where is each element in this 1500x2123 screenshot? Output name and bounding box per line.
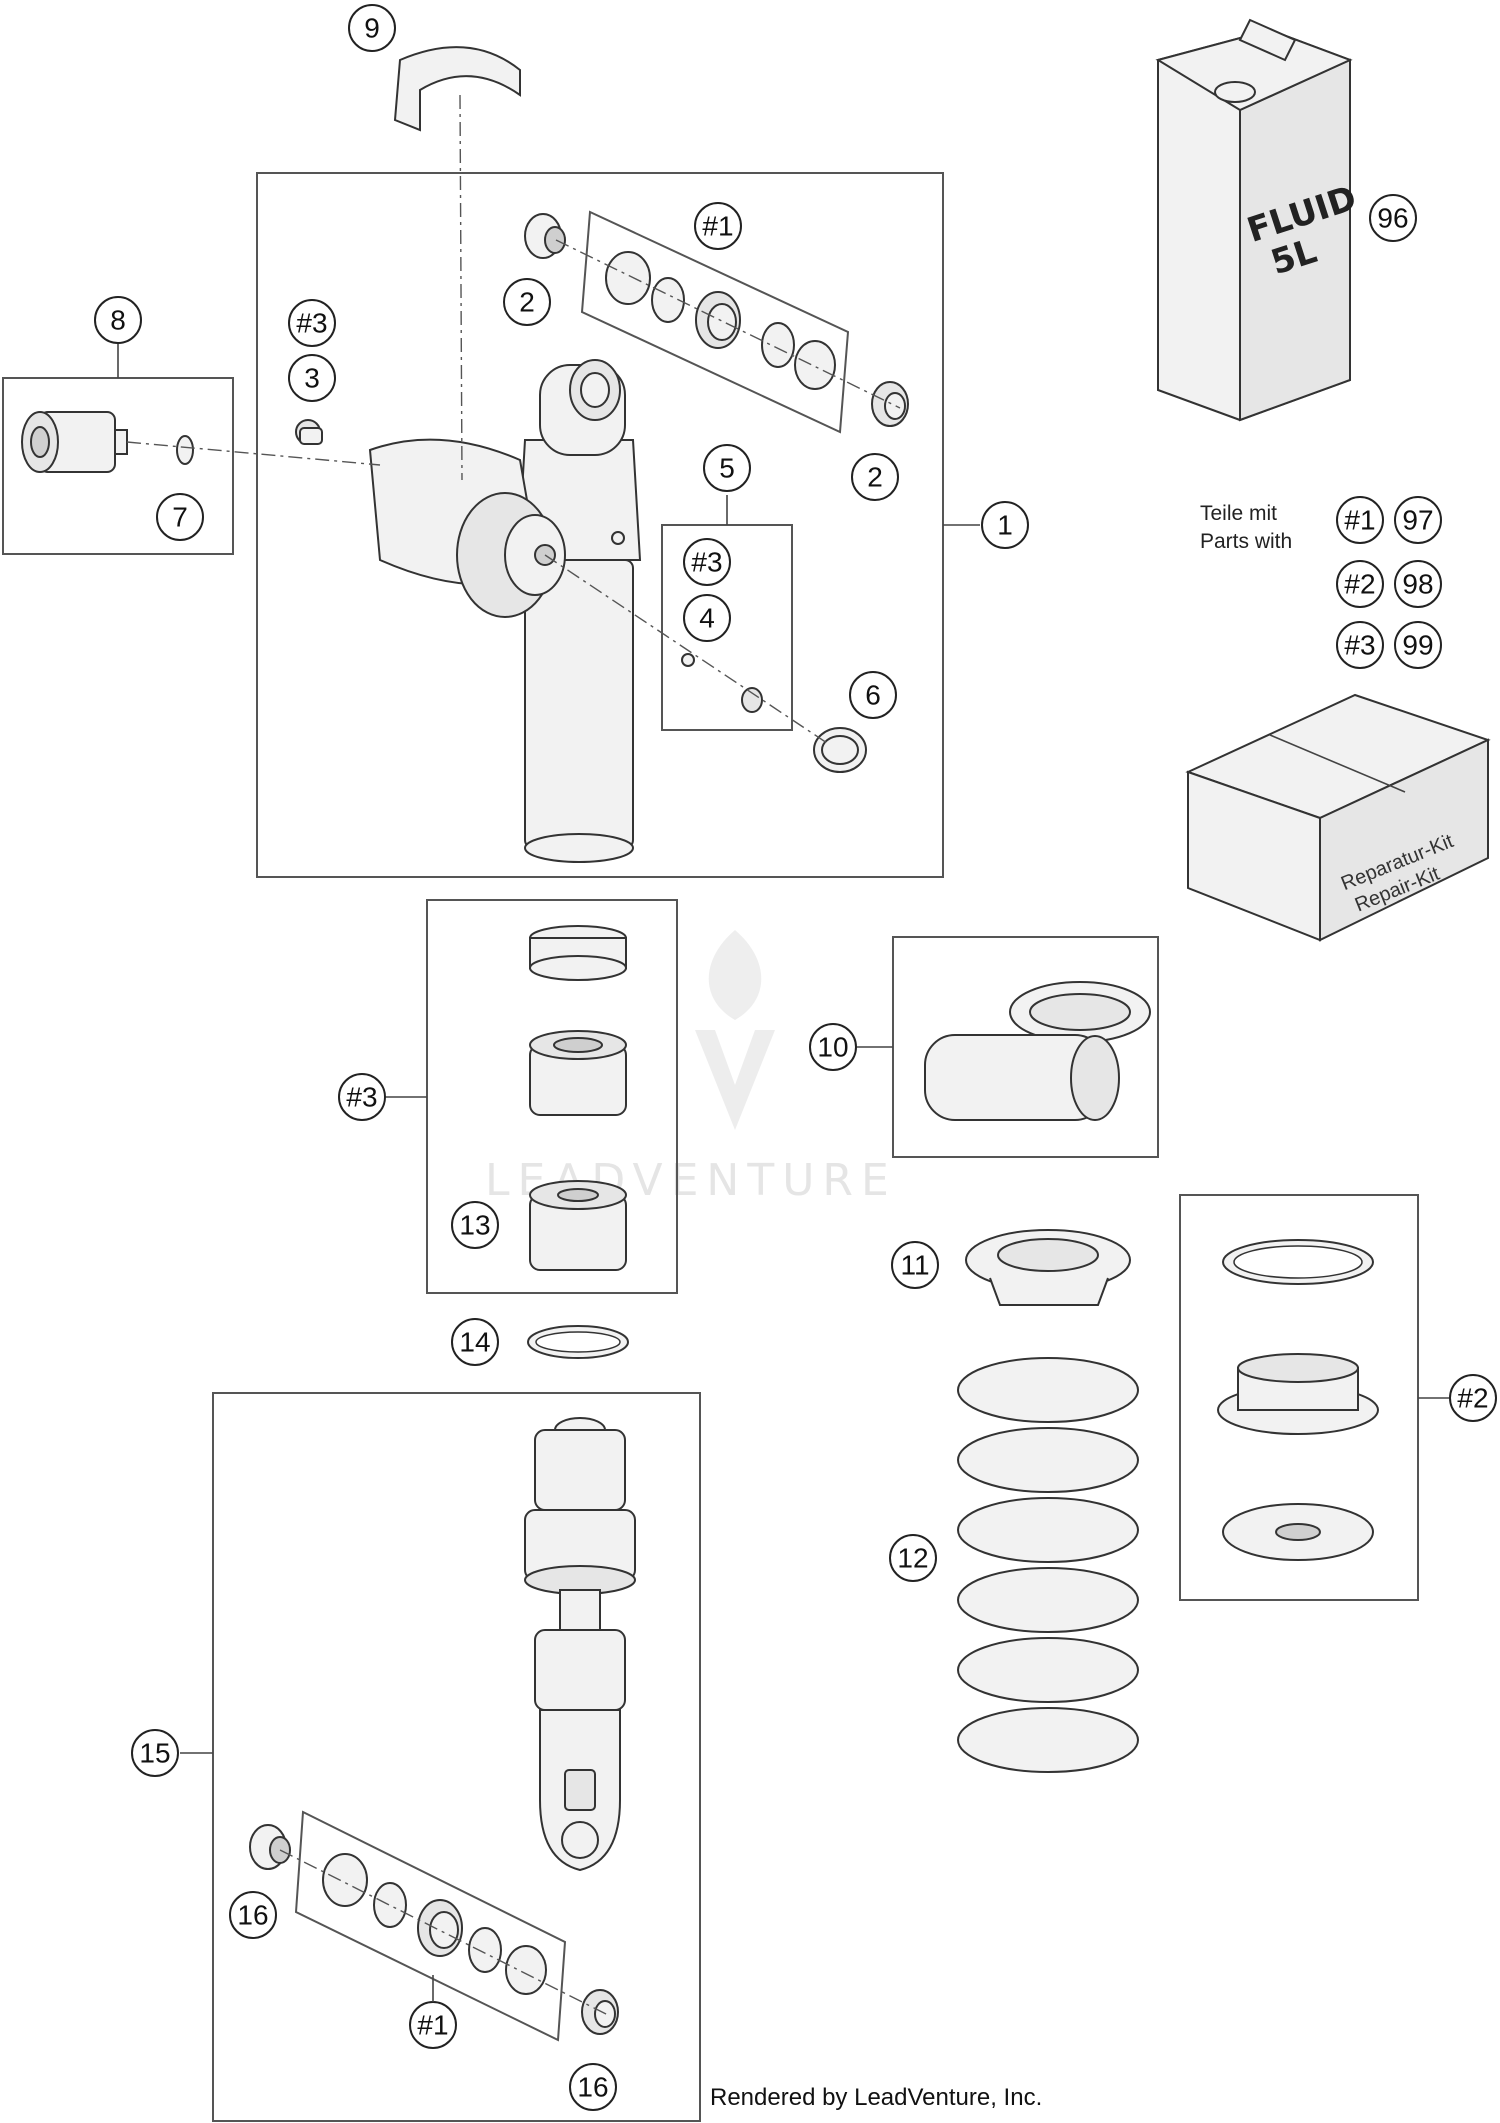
fluid-can-96: FLUID 5L — [1155, 18, 1361, 422]
svg-text:6: 6 — [865, 680, 881, 711]
seal-ring-set-top — [524, 213, 909, 427]
tool-part-10 — [924, 981, 1151, 1121]
callout-14: 14 — [451, 1318, 499, 1366]
svg-text:99: 99 — [1402, 630, 1433, 661]
spring-seat-parts-2 — [1217, 1239, 1379, 1561]
svg-text:#3: #3 — [296, 308, 327, 339]
callout-kit2-legend: #2 — [1336, 560, 1384, 608]
callout-96: 96 — [1369, 194, 1417, 242]
svg-text:#1: #1 — [702, 211, 733, 242]
svg-text:5: 5 — [719, 453, 735, 484]
svg-text:3: 3 — [304, 363, 320, 394]
callout-kit3-legend: #3 — [1336, 621, 1384, 669]
svg-text:#3: #3 — [1344, 630, 1375, 661]
svg-text:2: 2 — [867, 462, 883, 493]
footer-credit: Rendered by LeadVenture, Inc. — [710, 2084, 1042, 2111]
shock-protector-9 — [393, 46, 521, 132]
callout-9: 9 — [348, 4, 396, 52]
valve-part-3 — [295, 419, 323, 445]
svg-text:7: 7 — [172, 502, 188, 533]
callout-5: 5 — [703, 444, 751, 492]
svg-text:12: 12 — [897, 1543, 928, 1574]
callout-13: 13 — [451, 1201, 499, 1249]
callout-99: 99 — [1394, 621, 1442, 669]
svg-text:14: 14 — [459, 1327, 490, 1358]
callout-97: 97 — [1394, 496, 1442, 544]
svg-text:15: 15 — [139, 1738, 170, 1769]
callout-kit3-box5: #3 — [683, 538, 731, 586]
adjuster-knob-8 — [21, 411, 194, 473]
callout-kit1-top: #1 — [694, 202, 742, 250]
seal-kit-box-top — [580, 210, 850, 434]
svg-text:#1: #1 — [417, 2010, 448, 2041]
svg-text:16: 16 — [237, 1900, 268, 1931]
svg-text:#3: #3 — [346, 1082, 377, 1113]
callout-kit2-box: #2 — [1449, 1374, 1497, 1422]
svg-text:1: 1 — [997, 510, 1013, 541]
svg-text:11: 11 — [900, 1250, 929, 1281]
circlip-14 — [527, 1325, 629, 1359]
callout-1: 1 — [981, 501, 1029, 549]
svg-text:96: 96 — [1377, 203, 1408, 234]
bearing-parts-13 — [529, 925, 627, 1271]
svg-text:4: 4 — [699, 603, 715, 634]
svg-text:#3: #3 — [691, 547, 722, 578]
kit-legend-line2: Parts with — [1200, 530, 1292, 553]
callout-8: 8 — [94, 296, 142, 344]
svg-text:9: 9 — [364, 13, 380, 44]
callout-3: 3 — [288, 354, 336, 402]
callout-7: 7 — [156, 493, 204, 541]
callout-98: 98 — [1394, 560, 1442, 608]
svg-text:97: 97 — [1402, 505, 1433, 536]
svg-text:8: 8 — [110, 305, 126, 336]
callout-11: 11 — [891, 1241, 939, 1289]
svg-text:2: 2 — [519, 287, 535, 318]
svg-text:98: 98 — [1402, 569, 1433, 600]
svg-text:10: 10 — [817, 1032, 848, 1063]
repair-kit-box: Reparatur-Kit Repair-Kit — [1185, 693, 1491, 942]
svg-text:#1: #1 — [1344, 505, 1375, 536]
callout-kit3-middle: #3 — [338, 1073, 386, 1121]
callout-10: 10 — [809, 1023, 857, 1071]
callout-kit3-top: #3 — [288, 299, 336, 347]
svg-text:13: 13 — [459, 1210, 490, 1241]
coil-spring-12 — [957, 1357, 1139, 1773]
damper-rod-15 — [524, 1417, 636, 1872]
callout-kit1-legend: #1 — [1336, 496, 1384, 544]
callout-4: 4 — [683, 594, 731, 642]
callout-2-top-left: 2 — [503, 278, 551, 326]
callout-6: 6 — [849, 671, 897, 719]
damper-rod-box-15 — [212, 1392, 701, 2122]
spring-seat-11 — [965, 1229, 1131, 1306]
callout-16-left: 16 — [229, 1891, 277, 1939]
callout-15: 15 — [131, 1729, 179, 1777]
shock-absorber-body — [368, 359, 642, 863]
svg-text:#2: #2 — [1457, 1383, 1488, 1414]
callout-kit1-bottom: #1 — [409, 2001, 457, 2049]
kit-legend-line1: Teile mit — [1200, 502, 1277, 525]
callout-16-right: 16 — [569, 2063, 617, 2111]
callout-12: 12 — [889, 1534, 937, 1582]
seal-kit-box-bottom — [294, 1810, 567, 2042]
svg-text:16: 16 — [577, 2072, 608, 2103]
valve-parts-4-6 — [681, 653, 867, 773]
svg-text:#2: #2 — [1344, 569, 1375, 600]
callout-2-top-right: 2 — [851, 453, 899, 501]
